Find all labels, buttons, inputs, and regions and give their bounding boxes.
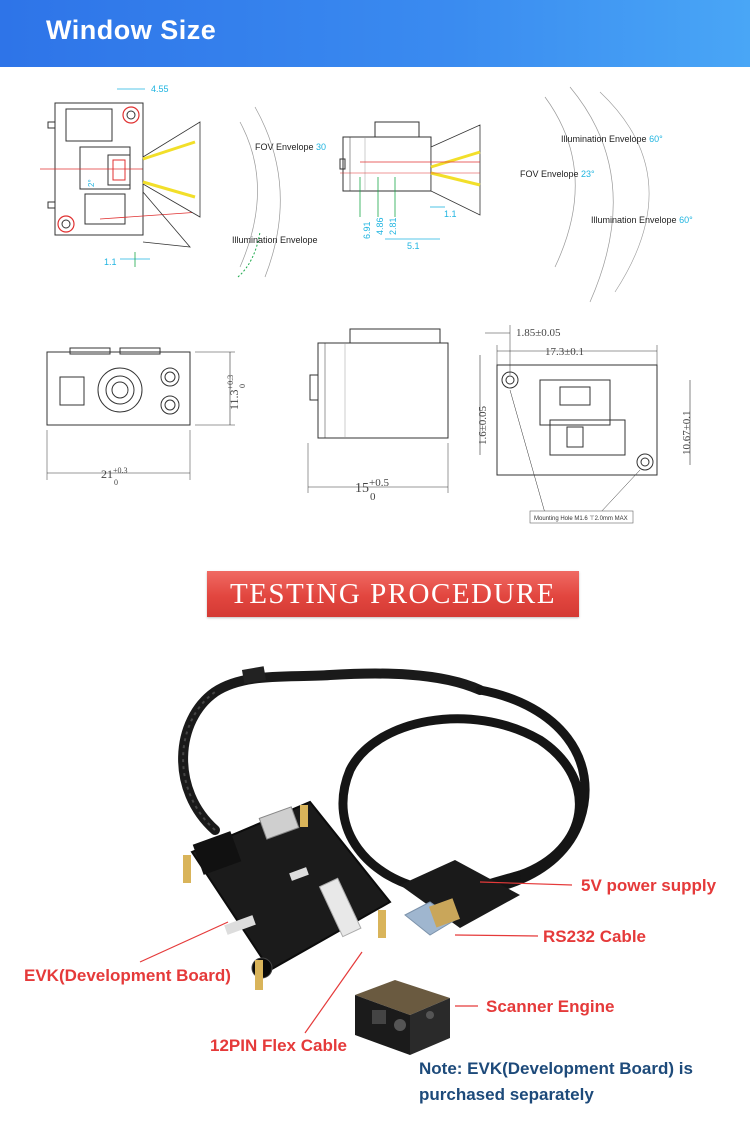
pointer-power: [479, 881, 573, 886]
label-rs232-cable: RS232 Cable: [543, 927, 646, 946]
svg-text:Illumination Envelope 60°: Illumination Envelope 60°: [591, 215, 693, 225]
usb-cable: [178, 666, 485, 835]
back-view: 1.85±0.05 17.3±0.1 1.6±0.05 10.67±0.1 Mo…: [477, 325, 693, 524]
front-width-tol-upper: +0.3: [113, 466, 128, 475]
illum-envelope-label-left: Illumination Envelope: [232, 235, 318, 245]
pointer-flex: [304, 951, 363, 1034]
label-evk: EVK(Development Board): [24, 966, 231, 985]
page-title: Window Size: [46, 15, 217, 45]
dim-1-1-right: 1.1: [444, 209, 457, 219]
fov-envelope-label-left: FOV Envelope: [255, 142, 314, 152]
svg-text:FOV Envelope 30: FOV Envelope 30: [255, 142, 326, 152]
fov-envelope-label-right: FOV Envelope: [520, 169, 579, 179]
banner-title: TESTING PROCEDURE: [230, 578, 556, 610]
illum-envelope-value-bottom: 60°: [679, 215, 693, 225]
illum-envelope-label-top: Illumination Envelope: [561, 134, 647, 144]
svg-text:Illumination Envelope: Illumination Envelope: [232, 235, 318, 245]
right-height-dim: 10.67±0.1: [681, 410, 693, 455]
pointer-rs232: [454, 934, 539, 937]
svg-text:15+0.5: 15+0.5: [355, 477, 389, 496]
note-line-2: purchased separately: [419, 1085, 594, 1104]
dim-2-81: 2.81: [388, 217, 398, 235]
front-height-value: 11.3: [227, 389, 241, 410]
label-scanner-engine: Scanner Engine: [486, 997, 615, 1016]
header-bar: Window Size: [0, 0, 750, 67]
svg-text:FOV Envelope 23°: FOV Envelope 23°: [520, 169, 595, 179]
illum-envelope-value-top: 60°: [649, 134, 663, 144]
dim-1-1-left: 1.1: [104, 257, 117, 267]
optical-diagram-right: 6.91 4.86 2.81 1.1 5.1 Illumination Enve…: [339, 86, 693, 303]
note-line-1: Note: EVK(Development Board) is: [419, 1059, 693, 1078]
evk-board: [183, 800, 392, 990]
setup-photo: [139, 666, 590, 1055]
rs232-cable-loop: [338, 685, 590, 897]
purchase-note: Note: EVK(Development Board) is purchase…: [419, 1056, 739, 1108]
fov-envelope-value-left: 30: [316, 142, 326, 152]
svg-text:Illumination Envelope 60°: Illumination Envelope 60°: [561, 134, 663, 144]
dim-4-86: 4.86: [375, 217, 385, 235]
pointer-evk: [139, 921, 229, 963]
side-width-value: 15: [355, 481, 369, 496]
svg-text:21+0.3: 21+0.3: [101, 466, 128, 481]
top-width-dim: 17.3±0.1: [545, 346, 584, 358]
optical-diagram: 4.55 1.1 2° FOV Envelope 30 Illumination…: [40, 84, 693, 303]
front-height-tol-upper: +0.3: [226, 375, 235, 390]
dim-5-1: 5.1: [407, 241, 420, 251]
label-flex-cable: 12PIN Flex Cable: [210, 1036, 348, 1055]
front-view: 21+0.3 0 11.3+0.3 0: [46, 347, 247, 487]
front-height-tol-lower: 0: [238, 384, 247, 388]
testing-procedure-banner: TESTING PROCEDURE: [207, 571, 579, 617]
dim-6-91: 6.91: [362, 221, 372, 239]
dim-4-55: 4.55: [151, 84, 169, 94]
db9-connector: [400, 860, 520, 936]
label-power-supply: 5V power supply: [581, 876, 717, 895]
svg-text:11.3+0.3: 11.3+0.3: [226, 375, 241, 410]
angle-2-deg: 2°: [87, 179, 96, 187]
illum-envelope-label-bottom: Illumination Envelope: [591, 215, 677, 225]
top-offset-dim: 1.85±0.05: [516, 327, 561, 339]
front-width-value: 21: [101, 467, 113, 481]
side-view: 15+0.5 0: [307, 328, 449, 503]
front-width-tol-lower: 0: [114, 478, 118, 487]
scanner-engine: [355, 980, 450, 1055]
fov-envelope-value-right: 23°: [581, 169, 595, 179]
left-offset-dim: 1.6±0.05: [477, 405, 489, 445]
optical-diagram-left: 4.55 1.1 2° FOV Envelope 30 Illumination…: [40, 84, 326, 278]
dimension-drawings: 21+0.3 0 11.3+0.3 0 15+0.5 0: [46, 325, 693, 524]
side-width-tol-lower: 0: [370, 491, 376, 503]
mounting-hole-note: Mounting Hole M1.6 ⊤2.0mm MAX: [534, 515, 628, 522]
side-width-tol-upper: +0.5: [369, 477, 389, 489]
